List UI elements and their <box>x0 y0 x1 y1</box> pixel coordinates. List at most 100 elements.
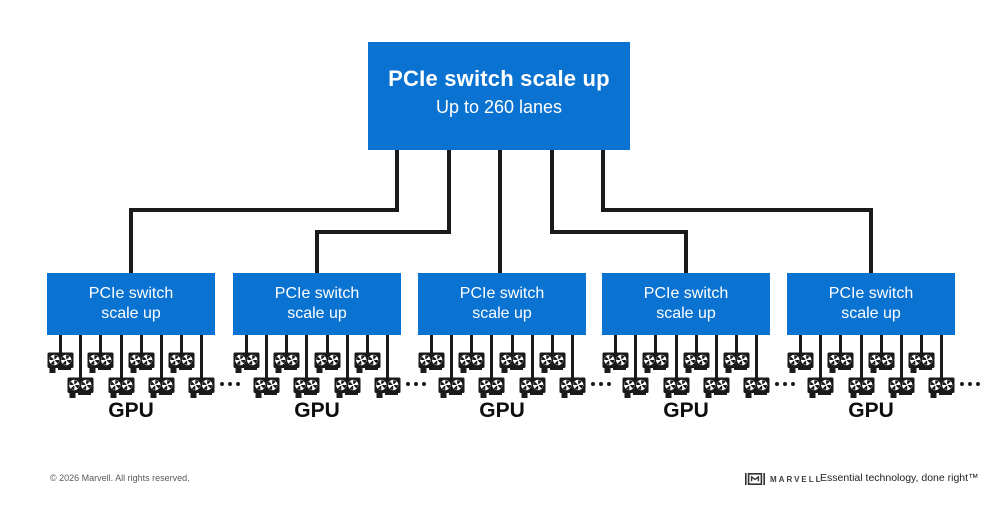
gpu-card-icon <box>87 352 114 373</box>
gpu-card-icon <box>602 352 629 373</box>
wire-segment <box>498 150 502 273</box>
root-pcie-switch-box: PCIe switch scale up Up to 260 lanes <box>368 42 630 150</box>
pcie-switch-box: PCIe switch scale up <box>233 273 401 335</box>
pcie-switch-box: PCIe switch scale up <box>602 273 770 335</box>
gpu-link-line <box>245 335 249 354</box>
gpu-link-line <box>179 335 183 354</box>
gpu-card-icon <box>622 377 649 398</box>
pcie-switch-box: PCIe switch scale up <box>787 273 955 335</box>
gpu-card-icon <box>438 377 465 398</box>
gpu-card-icon <box>723 352 750 373</box>
gpu-card-icon <box>47 352 74 373</box>
gpu-card-icon <box>928 377 955 398</box>
gpu-label: GPU <box>108 399 154 422</box>
gpu-card-icon <box>273 352 300 373</box>
gpu-label: GPU <box>663 399 709 422</box>
gpu-card-icon <box>559 377 586 398</box>
root-box-title: PCIe switch scale up <box>388 66 610 91</box>
gpu-card-icon <box>253 377 280 398</box>
gpu-link-line <box>839 335 843 354</box>
gpu-link-line <box>799 335 803 354</box>
gpu-link-line <box>510 335 514 354</box>
pcie-switch-box: PCIe switch scale up <box>47 273 215 335</box>
gpu-link-line <box>939 335 943 379</box>
footer-brand: MARVELL <box>744 470 823 488</box>
gpu-link-line <box>365 335 369 354</box>
gpu-card-icon <box>888 377 915 398</box>
more-gpus-ellipsis <box>220 382 240 386</box>
gpu-card-icon <box>787 352 814 373</box>
footer-copyright: © 2026 Marvell. All rights reserved. <box>50 473 190 483</box>
gpu-card-icon <box>663 377 689 398</box>
switch-box-line2: scale up <box>101 305 161 322</box>
gpu-label: GPU <box>479 399 525 422</box>
gpu-card-icon <box>519 377 546 398</box>
marvell-logo-icon <box>745 472 765 485</box>
wire-segment <box>869 208 873 273</box>
marvell-logo-wordmark: MARVELL <box>770 474 823 484</box>
gpu-label: GPU <box>294 399 340 422</box>
gpu-card-icon <box>478 377 505 398</box>
gpu-card-icon <box>539 352 566 373</box>
gpu-card-icon <box>148 377 175 398</box>
gpu-link-line <box>470 335 474 354</box>
gpu-card-icon <box>743 377 770 398</box>
gpu-link-line <box>59 335 63 354</box>
switch-box-line2: scale up <box>472 305 532 322</box>
gpu-card-icon <box>293 377 320 398</box>
gpu-link-line <box>899 335 903 379</box>
switch-box-line1: PCIe switch <box>459 285 545 302</box>
wire-segment <box>601 208 873 212</box>
switch-box-line2: scale up <box>287 305 347 322</box>
gpu-link-line <box>754 335 758 379</box>
gpu-card-icon <box>703 377 730 398</box>
gpu-link-line <box>674 335 678 379</box>
gpu-card-icon <box>354 352 381 373</box>
gpu-link-line <box>99 335 103 354</box>
gpu-card-icon <box>188 377 215 398</box>
root-box-subtitle: Up to 260 lanes <box>435 97 563 117</box>
gpu-link-line <box>654 335 658 354</box>
gpu-card-icon <box>418 352 445 373</box>
gpu-card-icon <box>499 352 525 373</box>
gpu-link-line <box>734 335 738 354</box>
gpu-link-line <box>139 335 143 354</box>
gpu-label: GPU <box>848 399 894 422</box>
gpu-card-icon <box>168 352 195 373</box>
gpu-link-line <box>430 335 434 354</box>
wire-segment <box>550 150 554 234</box>
gpu-card-icon <box>374 377 401 398</box>
wire-segment <box>129 208 133 273</box>
gpu-link-line <box>159 335 163 379</box>
wire-segment <box>601 150 605 212</box>
switch-box-line1: PCIe switch <box>643 285 729 302</box>
gpu-link-line <box>490 335 494 379</box>
more-gpus-ellipsis <box>406 382 426 386</box>
wire-segment <box>395 150 399 212</box>
gpu-card-icon <box>233 352 260 373</box>
switch-box-line1: PCIe switch <box>274 285 360 302</box>
pcie-switch-box: PCIe switch scale up <box>418 273 586 335</box>
more-gpus-ellipsis <box>775 382 795 386</box>
gpu-card-icon <box>314 352 341 373</box>
gpu-link-line <box>714 335 718 379</box>
wire-segment <box>550 230 688 234</box>
switch-box-line1: PCIe switch <box>88 285 174 302</box>
gpu-card-icon <box>908 352 935 373</box>
gpu-link-line <box>859 335 863 379</box>
gpu-link-line <box>530 335 534 379</box>
gpu-link-line <box>199 335 203 379</box>
gpu-link-line <box>450 335 454 379</box>
gpu-link-line <box>570 335 574 379</box>
switch-box-line1: PCIe switch <box>828 285 914 302</box>
gpu-link-line <box>285 335 289 354</box>
gpu-card-icon <box>807 377 834 398</box>
gpu-link-line <box>119 335 123 379</box>
gpu-card-icon <box>128 352 155 373</box>
switch-box-line2: scale up <box>841 305 901 322</box>
gpu-link-line <box>694 335 698 354</box>
gpu-card-icon <box>683 352 709 373</box>
gpu-link-line <box>634 335 638 379</box>
gpu-card-icon <box>458 352 485 373</box>
